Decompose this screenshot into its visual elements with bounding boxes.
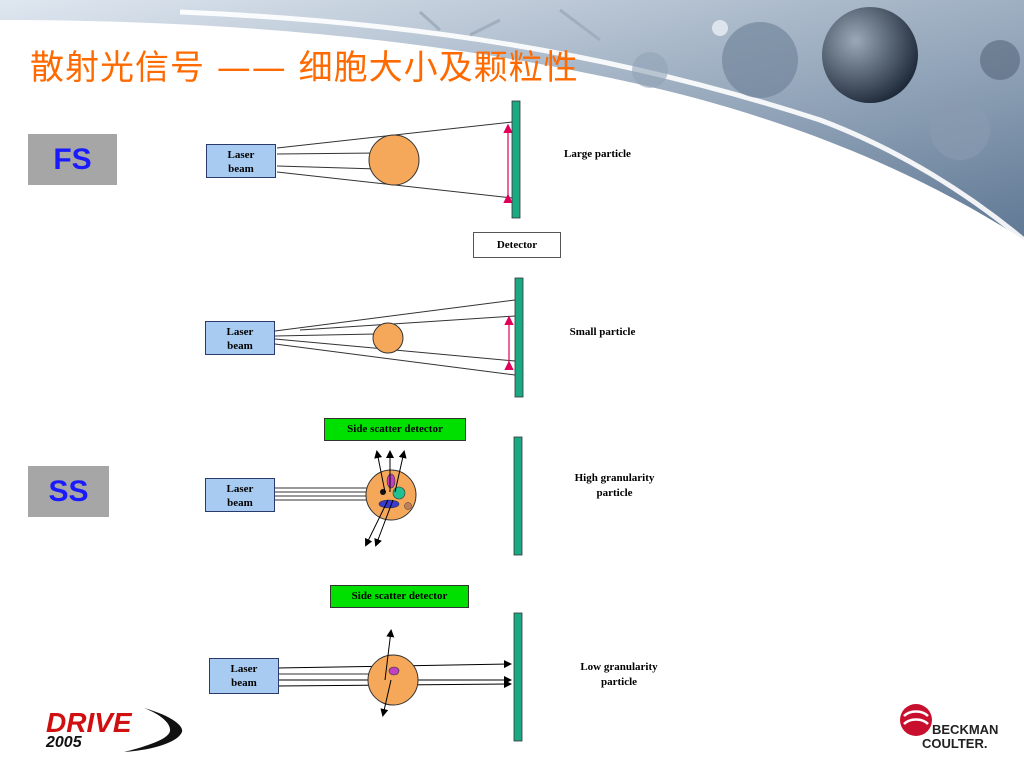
low-granularity-panel — [276, 612, 523, 742]
low-granularity-label: Low granularity particle — [580, 661, 658, 688]
coulter-text: COULTER. — [922, 736, 987, 751]
high-granularity-particle — [365, 469, 417, 521]
beckman-text: BECKMAN — [932, 722, 998, 737]
drive-logo-year: 2005 — [45, 734, 83, 751]
forward-detector-bar — [514, 277, 524, 398]
ss-label-box: SS — [28, 466, 109, 517]
detector-label-box: Detector — [473, 232, 561, 258]
low-granularity-particle — [367, 654, 419, 706]
forward-detector-bar — [513, 436, 523, 556]
ss-label: SS — [48, 475, 89, 508]
side-scatter-detector-box: Side scatter detector — [324, 418, 466, 441]
small-particle-panel — [274, 277, 524, 398]
large-particle-label: Large particle — [564, 148, 631, 160]
drive-2005-logo: DRIVE 2005 — [45, 707, 183, 752]
forward-detector-bar — [511, 100, 521, 219]
laser-beam-box: Laser beam — [209, 658, 279, 694]
drive-logo-text: DRIVE — [46, 707, 133, 738]
large-particle — [368, 134, 420, 186]
high-granularity-label: High granularity particle — [574, 472, 655, 499]
laser-beam-box: Laser beam — [205, 321, 275, 355]
fs-label-box: FS — [28, 134, 117, 185]
laser-beam-box: Laser beam — [205, 478, 275, 512]
side-scatter-detector-box: Side scatter detector — [330, 585, 469, 608]
fs-label: FS — [53, 143, 92, 176]
laser-beam-box: Laser beam — [206, 144, 276, 178]
small-particle-label: Small particle — [569, 326, 636, 338]
high-granularity-panel — [274, 436, 523, 556]
large-particle-panel — [276, 100, 521, 219]
small-particle — [372, 322, 404, 354]
page-title: 散射光信号 —— 细胞大小及颗粒性 — [30, 48, 579, 88]
forward-detector-bar — [513, 612, 523, 742]
beckman-coulter-logo: BECKMAN COULTER. — [900, 704, 998, 751]
